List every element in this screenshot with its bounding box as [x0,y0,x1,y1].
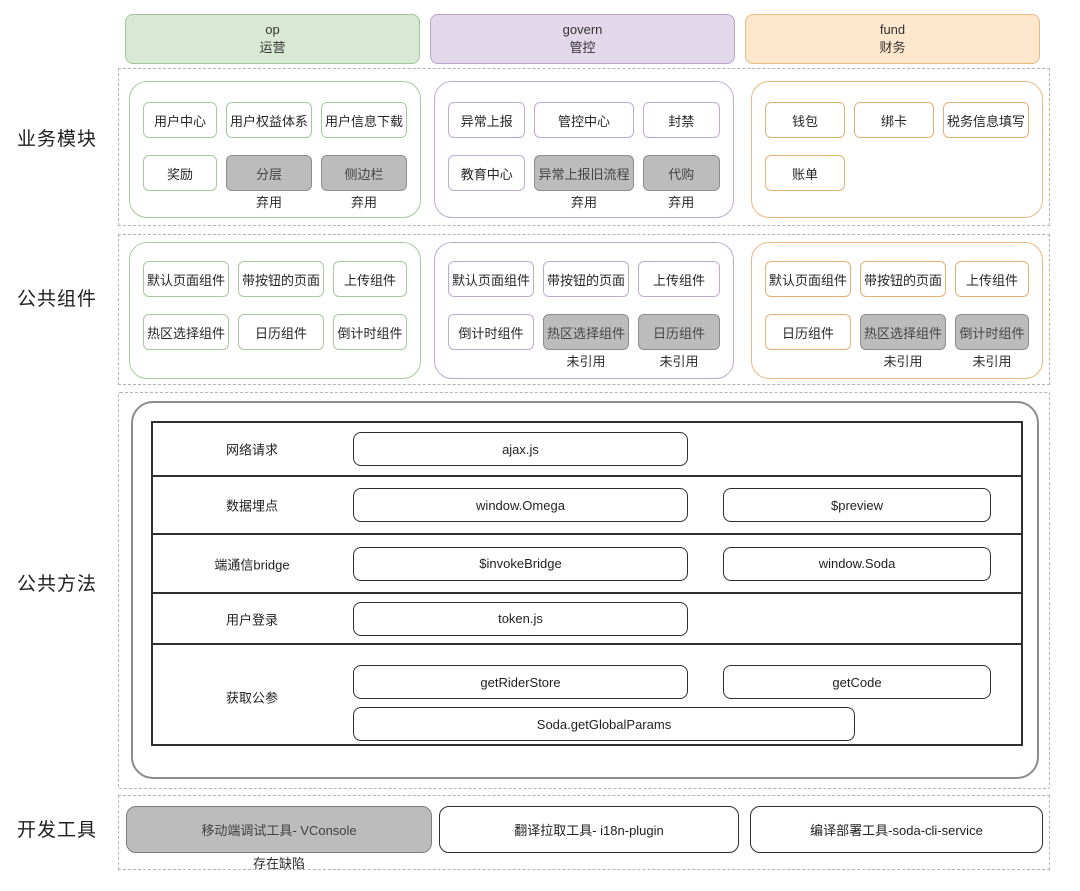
section-label-common-methods: 公共方法 [16,574,97,595]
section-label-business-modules: 业务模块 [16,129,97,150]
section-label-dev-tools: 开发工具 [16,820,97,841]
method-row-label: 端通信bridge [214,557,290,572]
chip: 奖励 [143,155,217,191]
method-item: $preview [723,488,991,522]
chip-deprecated: 侧边栏 [320,155,407,191]
section-common-methods: 网络请求 ajax.js 数据埋点 window.Omega $preview … [118,392,1050,789]
method-item: token.js [353,601,688,636]
unreferenced-label: 未引用 [659,354,699,369]
header-code: govern [562,21,603,37]
method-row-label: 数据埋点 [225,498,278,514]
chip: 绑卡 [853,102,934,138]
column-header-govern: govern 管控 [430,14,735,64]
deprecated-label: 弃用 [668,195,695,210]
methods-table: 网络请求 ajax.js 数据埋点 window.Omega $preview … [151,421,1023,746]
method-item: Soda.getGlobalParams [353,707,855,741]
header-name: 管控 [569,40,596,55]
method-item: window.Omega [353,488,688,522]
method-row-global-params: 获取公参 getRiderStore getCode Soda.getGloba… [153,643,1021,748]
deprecated-label: 弃用 [570,195,597,210]
tool-card-soda-cli-service: 编译部署工具-soda-cli-service [750,806,1043,853]
chip-deprecated: 异常上报旧流程 [534,155,634,191]
unreferenced-label: 未引用 [883,354,923,369]
section-business-modules: 用户中心 用户权益体系 用户信息下载 奖励 分层 弃用 侧边栏 弃用 异常上报 … [118,68,1050,226]
chip: 上传组件 [955,261,1029,297]
deprecated-label: 弃用 [255,195,282,210]
method-item: window.Soda [723,546,991,581]
chip-unreferenced: 日历组件 [638,314,720,350]
chip: 上传组件 [638,261,720,297]
chip: 管控中心 [534,102,634,138]
chip: 倒计时组件 [448,314,535,350]
column-header-op: op 运营 [125,14,420,64]
chip-deprecated: 代购 [642,155,720,191]
method-row-label: 用户登录 [225,612,278,627]
method-item: ajax.js [353,432,688,466]
chip-deprecated: 分层 [225,155,312,191]
chip-unreferenced: 倒计时组件 [955,314,1029,350]
header-code: op [265,21,280,37]
chip: 钱包 [765,102,845,138]
chip: 上传组件 [333,261,407,297]
chip: 带按钮的页面 [238,261,325,297]
chip: 税务信息填写 [942,102,1029,138]
chip: 用户权益体系 [225,102,312,138]
tool-card-vconsole: 移动端调试工具- VConsole [126,806,432,853]
chip: 封禁 [642,102,720,138]
method-row-bridge: 端通信bridge $invokeBridge window.Soda [153,533,1021,592]
chip: 热区选择组件 [143,314,230,350]
method-row-login: 用户登录 token.js [153,592,1021,643]
tool-card-i18n-plugin: 翻译拉取工具- i18n-plugin [439,806,739,853]
unreferenced-label: 未引用 [972,354,1012,369]
header-name: 运营 [259,40,286,55]
chip: 日历组件 [238,314,325,350]
header-name: 财务 [879,40,906,55]
header-code: fund [879,21,906,37]
method-item: getRiderStore [353,665,688,699]
tool-defect-label: 存在缺陷 [252,856,305,871]
method-row-label: 获取公参 [225,690,278,705]
chip: 教育中心 [448,155,526,191]
section-dev-tools: 移动端调试工具- VConsole 存在缺陷 翻译拉取工具- i18n-plug… [118,795,1050,871]
group-op-business: 用户中心 用户权益体系 用户信息下载 奖励 分层 弃用 侧边栏 弃用 [129,81,421,218]
method-row-tracking: 数据埋点 window.Omega $preview [153,475,1021,533]
method-item: $invokeBridge [353,546,688,581]
chip: 带按钮的页面 [543,261,630,297]
method-row-label: 网络请求 [225,442,278,458]
chip: 默认页面组件 [448,261,535,297]
chip: 默认页面组件 [765,261,852,297]
group-fund-components: 默认页面组件 带按钮的页面 上传组件 日历组件 热区选择组件 未引用 倒计时组件… [751,242,1043,379]
chip: 倒计时组件 [333,314,407,350]
method-row-network: 网络请求 ajax.js [153,423,1021,475]
chip: 默认页面组件 [143,261,230,297]
section-label-common-components: 公共组件 [16,289,97,310]
chip: 用户中心 [143,102,217,138]
group-fund-business: 钱包 绑卡 税务信息填写 账单 [751,81,1043,218]
group-op-components: 默认页面组件 带按钮的页面 上传组件 热区选择组件 日历组件 倒计时组件 [129,242,421,379]
chip: 账单 [765,155,845,191]
group-govern-components: 默认页面组件 带按钮的页面 上传组件 倒计时组件 热区选择组件 未引用 日历组件… [434,242,734,379]
chip-unreferenced: 热区选择组件 [543,314,630,350]
chip: 异常上报 [448,102,526,138]
chip: 日历组件 [765,314,852,350]
section-common-components: 默认页面组件 带按钮的页面 上传组件 热区选择组件 日历组件 倒计时组件 默认页… [118,234,1050,385]
deprecated-label: 弃用 [350,195,377,210]
method-item: getCode [723,665,991,699]
methods-container: 网络请求 ajax.js 数据埋点 window.Omega $preview … [131,401,1039,779]
group-govern-business: 异常上报 管控中心 封禁 教育中心 异常上报旧流程 弃用 代购 弃用 [434,81,734,218]
chip: 用户信息下载 [320,102,407,138]
chip-unreferenced: 热区选择组件 [860,314,947,350]
unreferenced-label: 未引用 [566,354,606,369]
chip: 带按钮的页面 [860,261,947,297]
column-header-fund: fund 财务 [745,14,1040,64]
